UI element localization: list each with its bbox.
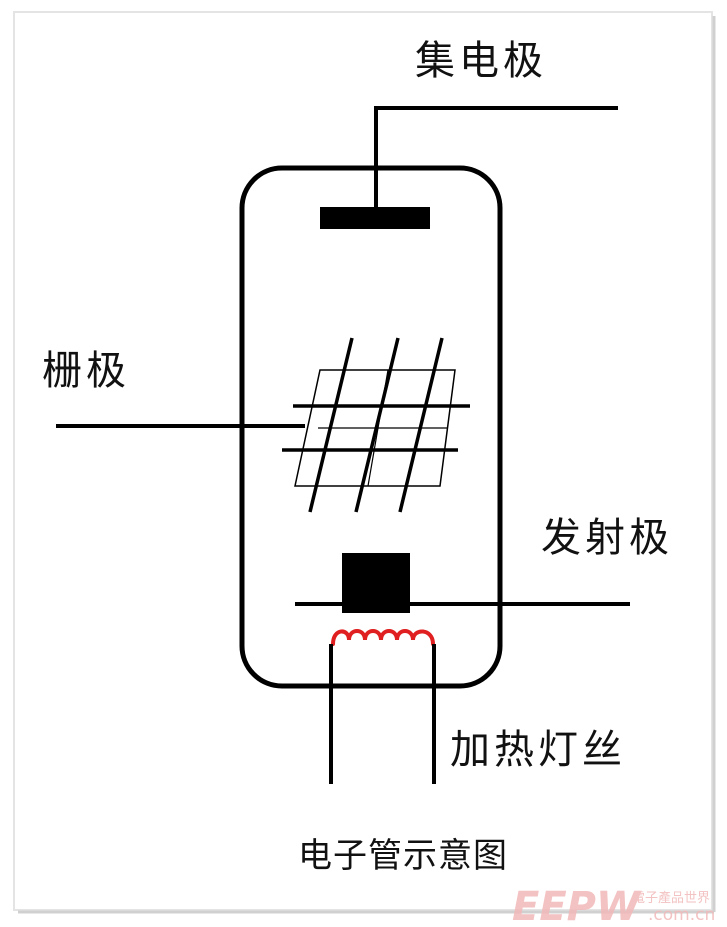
collector-label: 集电极 xyxy=(415,38,547,84)
heater-coil xyxy=(331,629,435,646)
collector-plate xyxy=(320,207,430,229)
grid-electrode xyxy=(56,337,470,513)
watermark-domain: .com.cn xyxy=(648,905,715,925)
emitter-electrode xyxy=(295,553,630,613)
collector-electrode xyxy=(320,106,618,229)
grid-mesh-outline xyxy=(294,369,456,487)
grid-label: 栅极 xyxy=(42,348,130,394)
heater-label: 加热灯丝 xyxy=(450,727,626,773)
heater-filament xyxy=(329,629,436,784)
watermark-brand: EEPW xyxy=(512,884,642,927)
emitter-block xyxy=(342,553,410,613)
watermark-cn-name: 電子產品世界 xyxy=(632,890,710,906)
emitter-label: 发射极 xyxy=(541,515,673,561)
page-frame xyxy=(13,11,716,914)
eepw-watermark: EEPW 電子產品世界 .com.cn xyxy=(512,884,715,927)
diagram-caption: 电子管示意图 xyxy=(298,836,508,876)
